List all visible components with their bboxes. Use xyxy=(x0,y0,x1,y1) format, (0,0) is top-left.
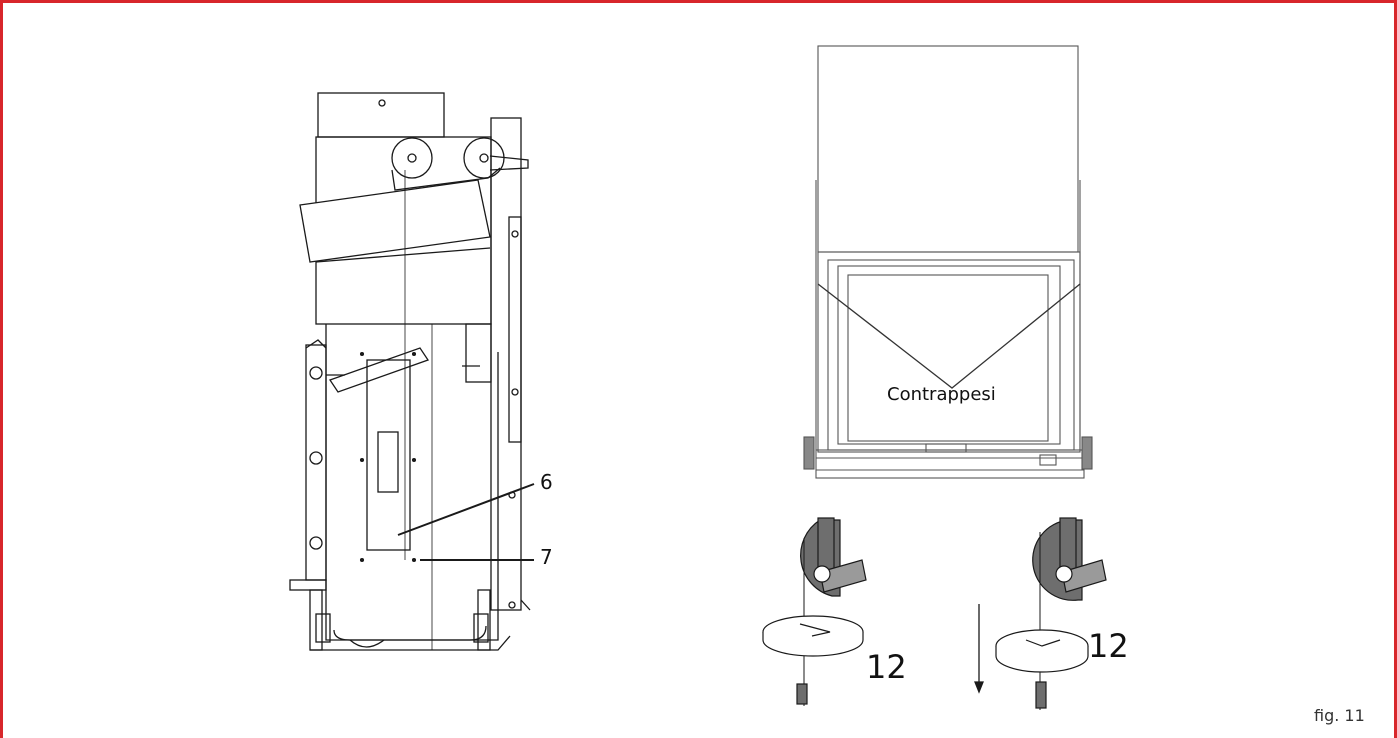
down-arrow xyxy=(974,604,984,694)
figure-caption: fig. 11 xyxy=(1314,706,1365,725)
label-part-6: 6 xyxy=(540,470,553,494)
label-counterweights: Contrappesi xyxy=(887,384,996,405)
counterweight-detail-left xyxy=(762,517,867,706)
side-section-drawing xyxy=(289,92,535,651)
label-part-7: 7 xyxy=(540,545,553,569)
front-view-drawing xyxy=(803,45,1093,479)
label-part-12-right: 12 xyxy=(1088,627,1129,665)
counterweight-detail-right xyxy=(995,517,1107,710)
label-part-12-left: 12 xyxy=(866,648,907,686)
leader-line-6 xyxy=(397,483,535,536)
